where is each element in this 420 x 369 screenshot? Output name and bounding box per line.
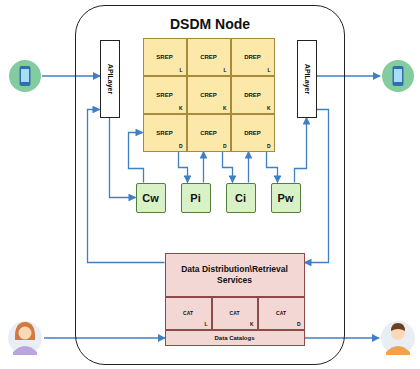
replica-cell: SREP D xyxy=(143,114,187,152)
process-box: Pw xyxy=(271,183,301,213)
flow-arrow xyxy=(223,152,233,183)
box-label: Pw xyxy=(278,192,294,204)
subscript-label: L xyxy=(204,321,207,327)
box-label: CAT xyxy=(230,310,240,316)
replica-cell: SREP L xyxy=(143,38,187,76)
catalog-bar: Data Catalogs xyxy=(165,330,305,346)
box-label: Cw xyxy=(142,192,159,204)
person-body xyxy=(13,346,37,355)
process-box: Pi xyxy=(181,183,211,213)
box-label: CREP xyxy=(200,92,217,98)
box-label: DREP xyxy=(244,130,261,136)
flow-arrow xyxy=(267,152,278,183)
phone-circle xyxy=(9,60,41,92)
replica-cell: DREP L xyxy=(231,38,275,76)
catalog-cell: CAT K xyxy=(212,297,258,330)
subscript-label: D xyxy=(297,321,301,327)
person-icon xyxy=(8,321,42,355)
phone-screen xyxy=(21,69,29,82)
box-label: Data Catalogs xyxy=(214,335,254,341)
subscript-label: L xyxy=(223,67,226,73)
box-label: CREP xyxy=(200,130,217,136)
api-layer: APILayer xyxy=(100,40,120,118)
flow-arrow xyxy=(110,118,136,198)
output-arrow xyxy=(317,75,380,76)
flow-arrow xyxy=(179,152,188,183)
flow-arrow xyxy=(248,152,249,183)
subscript-label: L xyxy=(267,67,270,73)
api-layer: APILayer xyxy=(297,40,317,118)
phone-body xyxy=(393,66,404,86)
flow-arrow xyxy=(305,110,329,263)
process-box: Ci xyxy=(226,183,256,213)
catalog-cell: CAT D xyxy=(258,297,305,330)
input-arrow xyxy=(42,75,100,76)
person-ground xyxy=(8,321,42,355)
box-label: Data Distribution\Retrieval Services xyxy=(168,264,302,285)
box-label: CAT xyxy=(276,310,286,316)
box-label: DREP xyxy=(244,54,261,60)
subscript-label: D xyxy=(179,143,183,149)
replica-cell: CREP D xyxy=(187,114,231,152)
process-box: Cw xyxy=(136,183,166,213)
person-icon xyxy=(381,321,415,355)
flow-arrow xyxy=(129,133,144,183)
phone-body xyxy=(20,66,31,86)
person-hair xyxy=(15,322,35,340)
node-title: DSDM Node xyxy=(76,16,344,32)
box-label: DREP xyxy=(244,92,261,98)
subscript-label: D xyxy=(223,143,227,149)
person-head xyxy=(19,327,32,340)
replica-cell: CREP K xyxy=(187,76,231,114)
box-label: APILayer xyxy=(303,63,310,93)
catalog-cell: CAT L xyxy=(165,297,212,330)
phone-icon xyxy=(9,60,41,92)
subscript-label: K xyxy=(267,105,271,111)
person-ground xyxy=(381,321,415,355)
subscript-label: L xyxy=(179,67,182,73)
input-arrow xyxy=(44,337,165,338)
replica-cell: DREP D xyxy=(231,114,275,152)
output-arrow xyxy=(305,337,379,338)
phone-circle xyxy=(382,60,414,92)
replica-cell: DREP K xyxy=(231,76,275,114)
flow-arrow xyxy=(203,152,204,183)
box-label: SREP xyxy=(156,54,172,60)
box-label: SREP xyxy=(156,92,172,98)
flow-arrow xyxy=(295,118,307,183)
box-label: CREP xyxy=(200,54,217,60)
subscript-label: K xyxy=(223,105,227,111)
phone-icon xyxy=(382,60,414,92)
service-box: Data Distribution\Retrieval Services xyxy=(165,253,305,297)
box-label: Pi xyxy=(190,192,200,204)
box-label: CAT xyxy=(183,310,193,316)
replica-cell: SREP K xyxy=(143,76,187,114)
box-label: APILayer xyxy=(106,63,113,93)
node-frame: DSDM NodeAPILayerSREPLCREPLDREPLSREPKCRE… xyxy=(75,5,345,365)
person-hair xyxy=(391,323,405,331)
phone-screen xyxy=(394,69,402,82)
subscript-label: K xyxy=(250,321,254,327)
person-body xyxy=(386,346,410,355)
subscript-label: D xyxy=(267,143,271,149)
box-label: Ci xyxy=(235,192,246,204)
replica-cell: CREP L xyxy=(187,38,231,76)
subscript-label: K xyxy=(179,105,183,111)
box-label: SREP xyxy=(156,130,172,136)
